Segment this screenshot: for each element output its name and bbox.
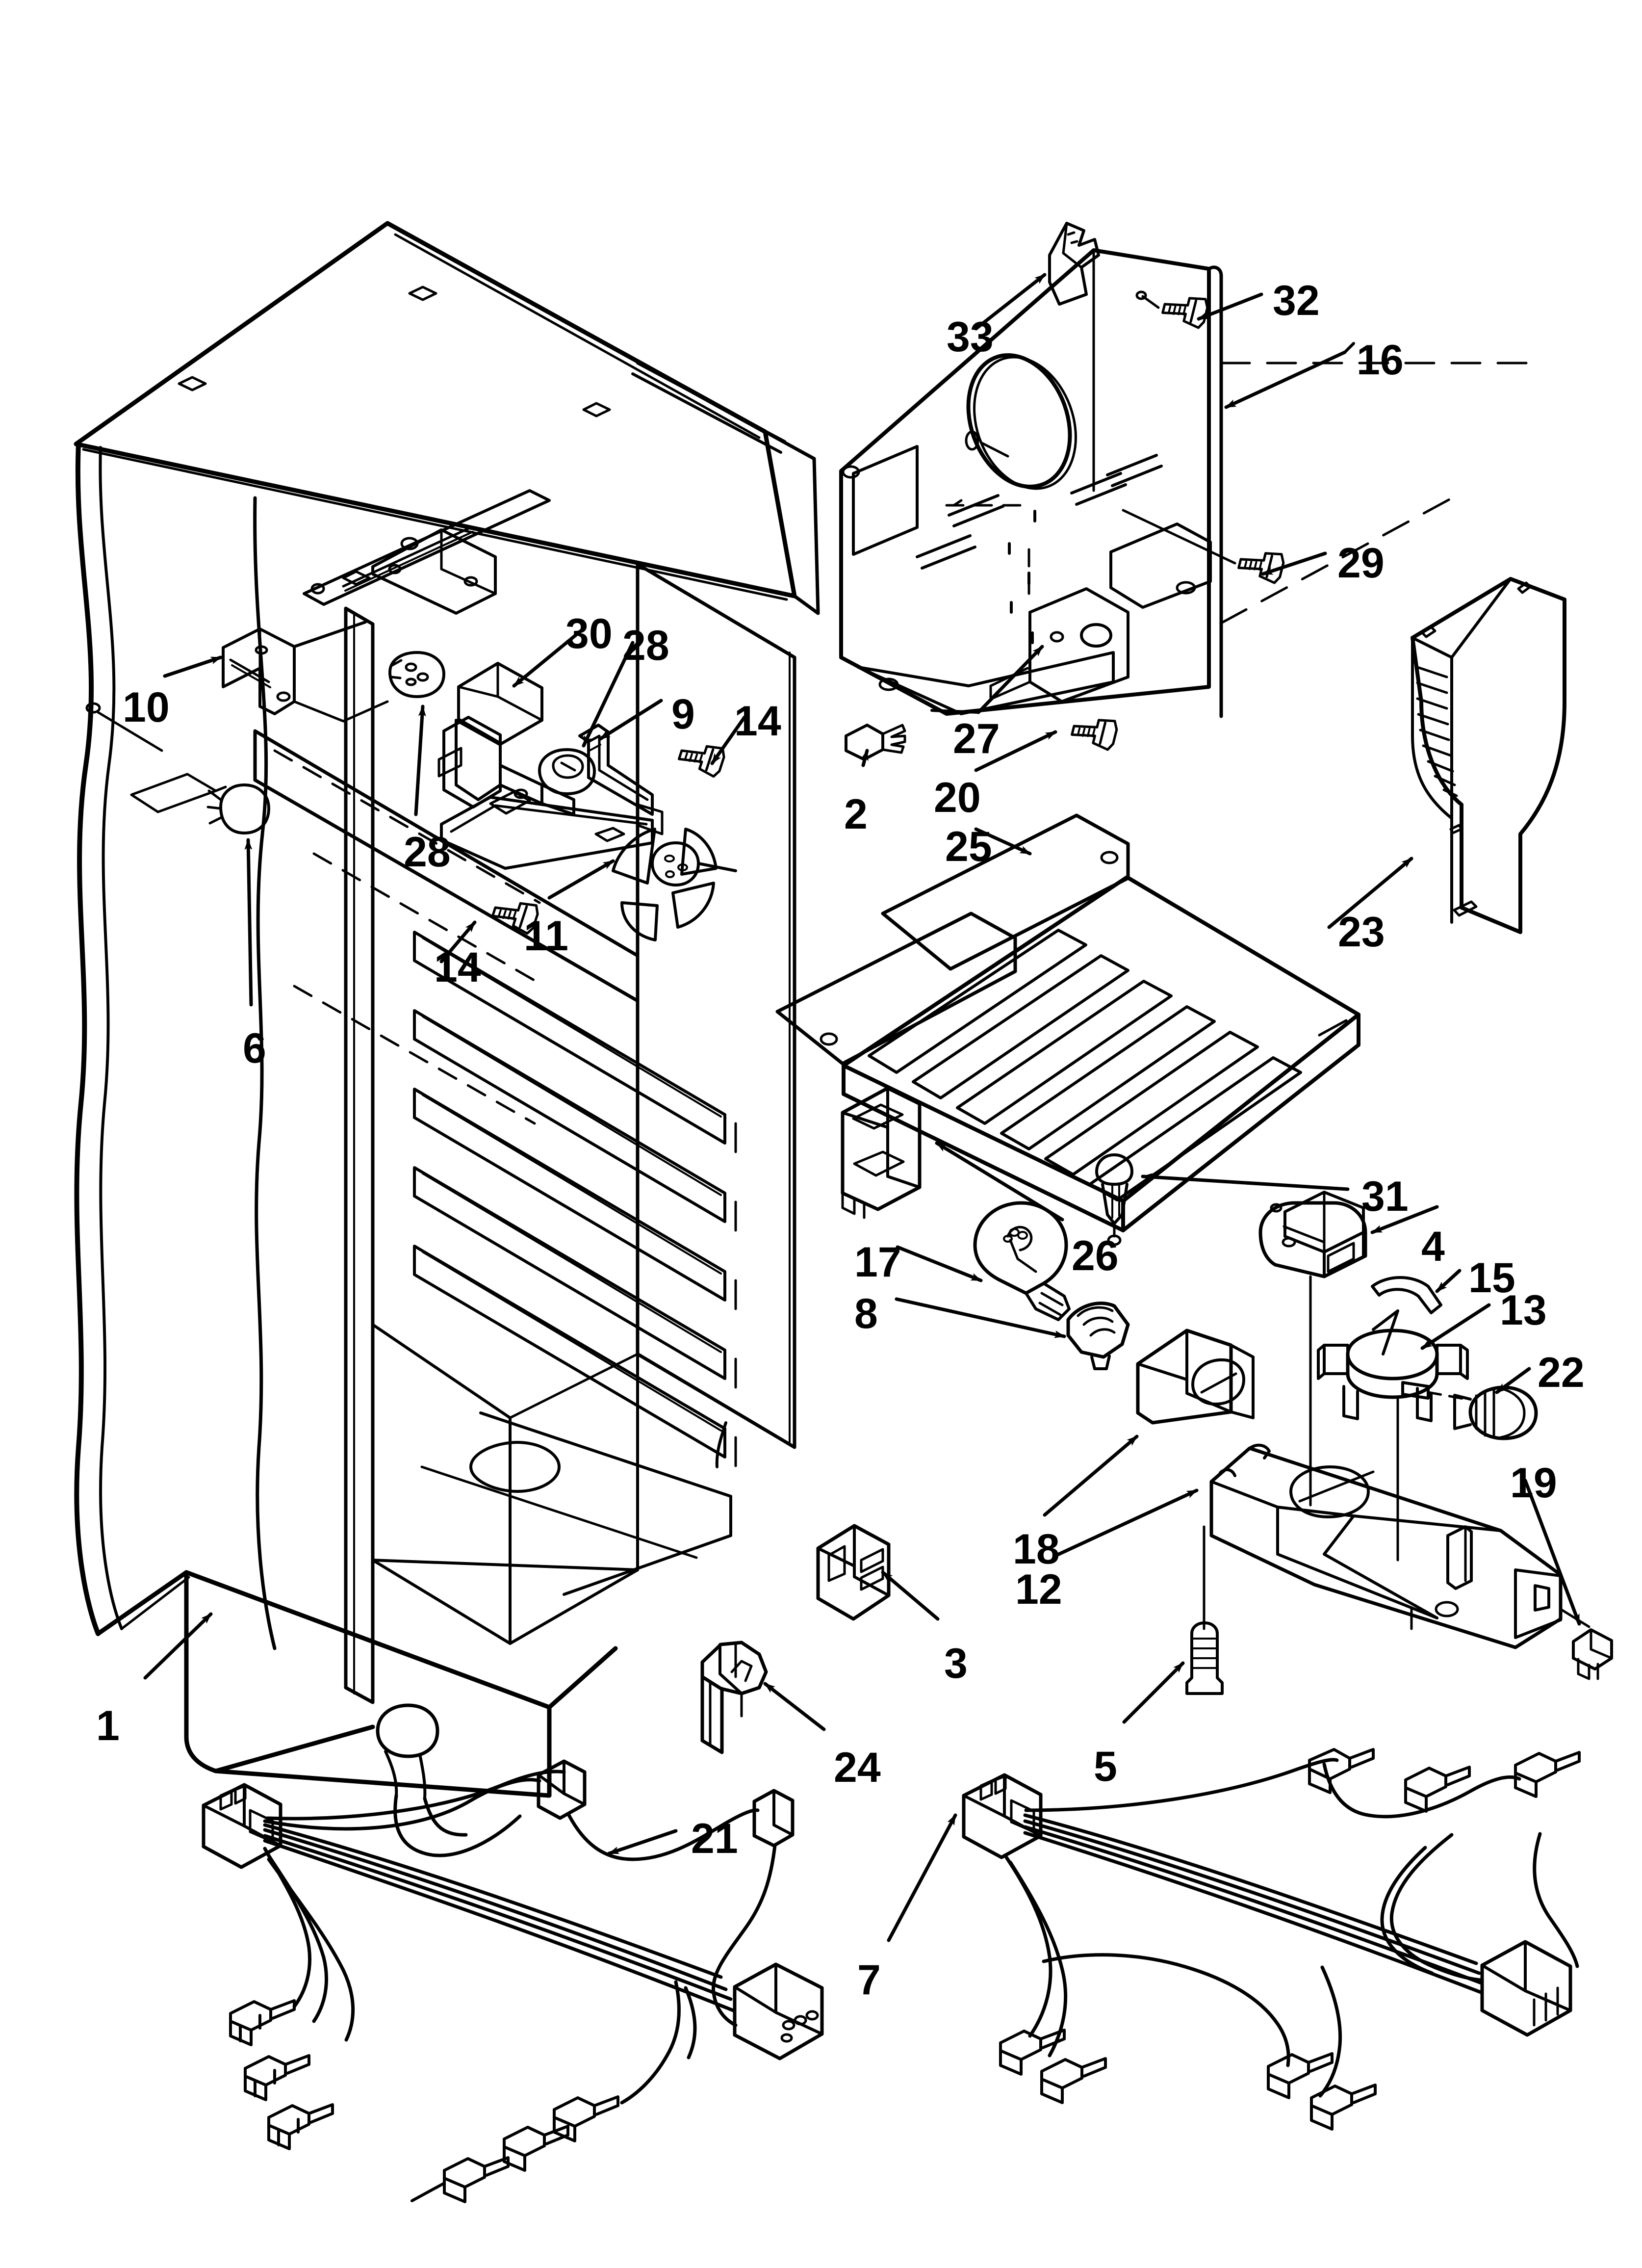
callout-23: 23	[1338, 909, 1385, 956]
callout-9: 9	[671, 691, 695, 738]
callout-5: 5	[1094, 1743, 1117, 1790]
callout-27: 27	[953, 715, 1000, 762]
callout-28-second: 28	[404, 829, 451, 876]
callout-25: 25	[945, 823, 992, 870]
callout-2: 2	[844, 791, 868, 838]
callout-7: 7	[857, 1956, 881, 2004]
callout-10: 10	[123, 684, 170, 731]
callout-28: 28	[622, 622, 669, 669]
callout-8: 8	[854, 1290, 878, 1337]
callout-12: 12	[1015, 1566, 1062, 1613]
callout-31: 31	[1361, 1173, 1409, 1220]
callout-19: 19	[1510, 1460, 1557, 1507]
callout-32: 32	[1273, 277, 1320, 324]
callout-29: 29	[1337, 540, 1385, 587]
callout-22: 22	[1538, 1349, 1585, 1396]
callout-1: 1	[96, 1702, 120, 1749]
callout-18: 18	[1013, 1526, 1060, 1573]
callout-24: 24	[834, 1744, 881, 1791]
callout-16: 16	[1357, 337, 1404, 384]
callout-15: 15	[1468, 1254, 1515, 1302]
callout-30: 30	[565, 610, 613, 657]
callout-14-second: 14	[434, 944, 481, 991]
callout-26: 26	[1072, 1232, 1119, 1279]
callout-11: 11	[524, 912, 568, 960]
callout-20: 20	[934, 774, 981, 821]
callout-4: 4	[1421, 1223, 1445, 1270]
callout-21: 21	[691, 1815, 738, 1862]
callout-33: 33	[947, 313, 994, 361]
callout-17: 17	[854, 1239, 901, 1286]
callout-3: 3	[944, 1640, 968, 1687]
callout-6: 6	[243, 1025, 266, 1072]
callout-14: 14	[734, 698, 781, 745]
callout-13: 13	[1500, 1287, 1547, 1334]
